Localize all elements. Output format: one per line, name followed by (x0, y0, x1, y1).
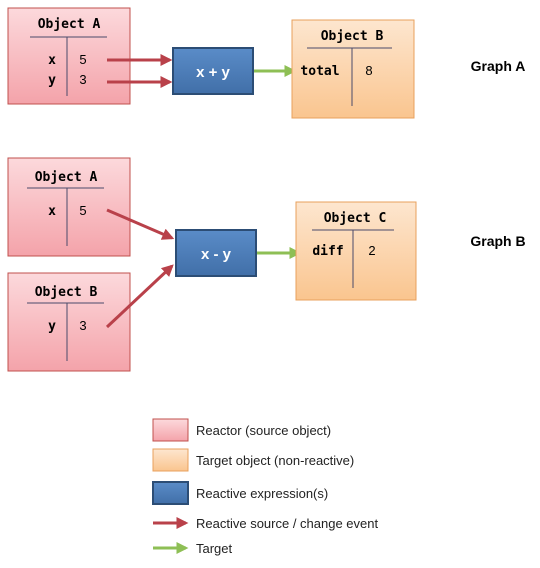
graph-b-object-b: Object B y 3 (7, 272, 131, 372)
graph-label: Graph B (470, 233, 525, 249)
legend-item-source-arrow: Reactive source / change event (153, 516, 378, 531)
field-value: 5 (79, 52, 86, 67)
graph-b: Object A x 5 Object B y 3 x - y Ob (7, 157, 526, 372)
object-title: Object C (324, 211, 387, 226)
object-title: Object A (38, 17, 101, 32)
source-arrow (106, 208, 175, 240)
field-value: 3 (79, 318, 86, 333)
field-key: y (48, 319, 56, 334)
field-key: x (48, 53, 56, 68)
field-key: y (48, 73, 56, 88)
legend-item-target-arrow: Target (153, 541, 233, 556)
legend: Reactor (source object) Target object (n… (152, 418, 378, 556)
graph-b-expression: x - y (175, 229, 257, 277)
legend-label: Reactive expression(s) (196, 486, 328, 501)
legend-item-reactor: Reactor (source object) (152, 418, 331, 442)
legend-swatch-reactor (152, 418, 189, 442)
graph-a-expression: x + y (172, 47, 254, 95)
expression-label: x - y (201, 246, 232, 263)
graph-b-object-c: Object C diff 2 (295, 201, 417, 301)
expression-label: x + y (196, 64, 230, 81)
legend-label: Target (196, 541, 233, 556)
field-key: diff (312, 244, 343, 259)
field-value: 2 (368, 243, 375, 258)
legend-label: Target object (non-reactive) (196, 453, 354, 468)
graph-a-object-a: Object A x 5 y 3 (7, 7, 131, 105)
legend-label: Reactor (source object) (196, 423, 331, 438)
field-value: 3 (79, 72, 86, 87)
graph-a: Object A x 5 y 3 x + y Object B total 8 … (7, 7, 526, 119)
object-title: Object B (321, 29, 384, 44)
legend-item-target: Target object (non-reactive) (152, 448, 354, 472)
field-key: x (48, 204, 56, 219)
legend-item-expression: Reactive expression(s) (152, 481, 328, 505)
field-key: total (300, 64, 339, 79)
legend-label: Reactive source / change event (196, 516, 378, 531)
graph-a-object-b: Object B total 8 (291, 19, 415, 119)
object-title: Object B (35, 285, 98, 300)
object-title: Object A (35, 170, 98, 185)
graph-label: Graph A (471, 58, 526, 74)
graph-b-object-a: Object A x 5 (7, 157, 131, 257)
field-value: 5 (79, 203, 86, 218)
legend-swatch-expression (152, 481, 189, 505)
field-value: 8 (365, 63, 372, 78)
source-arrow (105, 264, 174, 329)
legend-swatch-target (152, 448, 189, 472)
